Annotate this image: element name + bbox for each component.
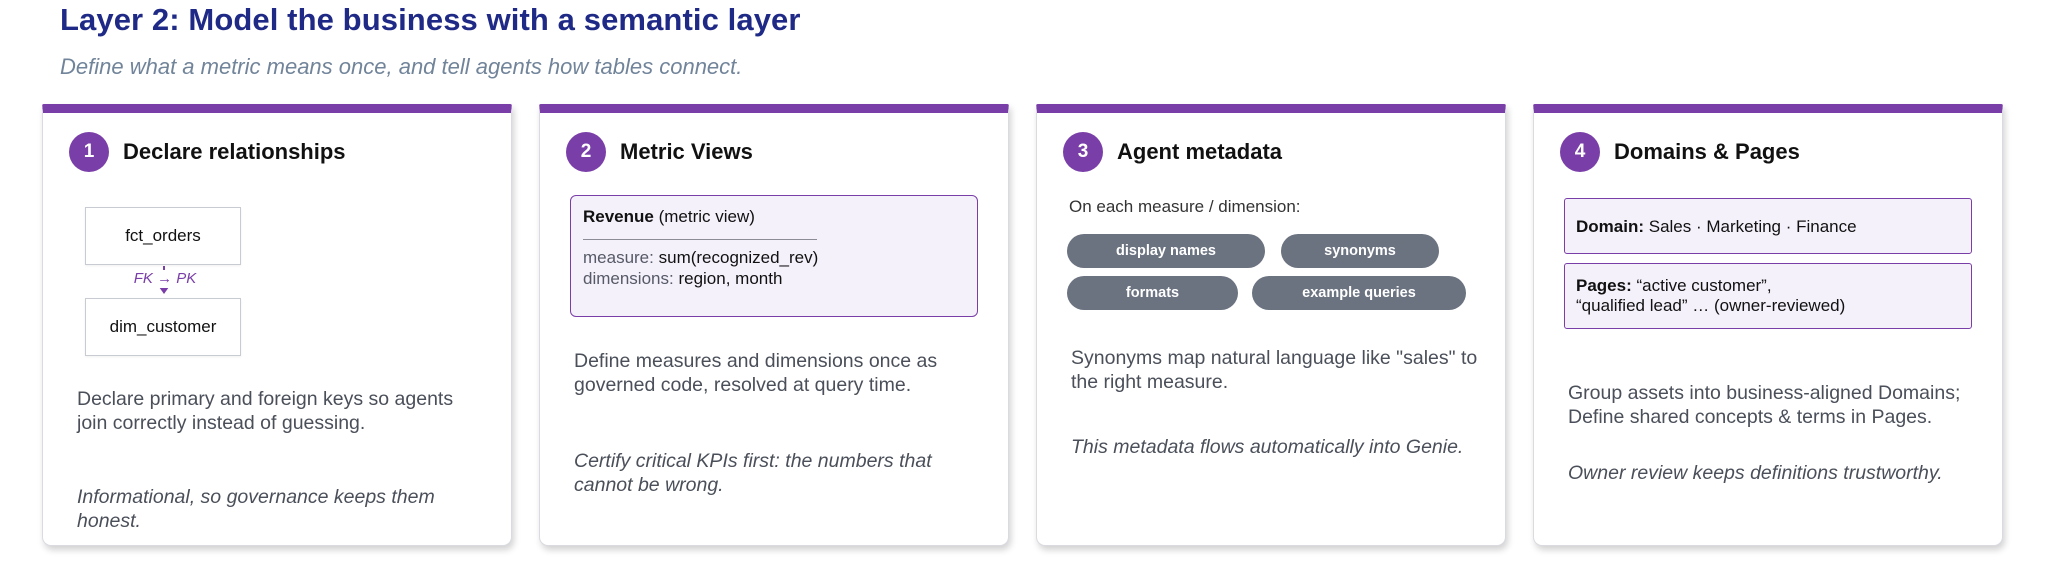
pages-value-1: “active customer”, <box>1636 276 1772 295</box>
card-declare-relationships: 1 Declare relationships fct_orders FK → … <box>42 104 512 546</box>
domain-key: Domain: <box>1576 217 1644 236</box>
card-header: 1 Declare relationships <box>69 132 346 172</box>
metric-view-heading: Revenue (metric view) <box>583 207 755 227</box>
card-title: Metric Views <box>620 139 753 164</box>
measure-key: measure: <box>583 248 654 267</box>
card-header: 3 Agent metadata <box>1063 132 1282 172</box>
card-title: Declare relationships <box>123 139 346 164</box>
pages-line-2: “qualified lead” … (owner-reviewed) <box>1576 296 1846 315</box>
card-note: This metadata flows automatically into G… <box>1071 436 1464 458</box>
step-number-badge: 1 <box>69 132 109 172</box>
card-agent-metadata: 3 Agent metadata On each measure / dimen… <box>1036 104 1506 546</box>
table-box-dim-customer: dim_customer <box>85 298 241 356</box>
card-description: Declare primary and foreign keys so agen… <box>77 388 454 434</box>
pages-line-1: Pages: “active customer”, <box>1576 276 1971 296</box>
divider <box>583 239 817 240</box>
pages-key: Pages: <box>1576 276 1632 295</box>
metadata-label: On each measure / dimension: <box>1069 197 1301 216</box>
card-description: Define measures and dimensions once as g… <box>574 350 938 396</box>
card-description: Synonyms map natural language like "sale… <box>1071 347 1478 393</box>
metric-name: Revenue <box>583 207 654 226</box>
card-description: Group assets into business-aligned Domai… <box>1568 382 1961 428</box>
metric-measure-line: measure: sum(recognized_rev) <box>583 248 818 268</box>
card-title: Domains & Pages <box>1614 139 1800 164</box>
card-note: Owner review keeps definitions trustwort… <box>1568 462 1943 484</box>
metric-dimensions-line: dimensions: region, month <box>583 269 782 289</box>
measure-value: sum(recognized_rev) <box>658 248 819 267</box>
card-header: 4 Domains & Pages <box>1560 132 1800 172</box>
card-title: Agent metadata <box>1117 139 1283 164</box>
card-note: Certify critical KPIs first: the numbers… <box>574 450 932 496</box>
metadata-pill-example-queries: example queries <box>1252 276 1466 310</box>
dimensions-value: region, month <box>678 269 783 288</box>
metadata-pill-formats: formats <box>1067 276 1238 310</box>
pages-box: Pages: “active customer”, “qualified lea… <box>1564 263 1972 329</box>
step-number-badge: 3 <box>1063 132 1103 172</box>
page-subtitle: Define what a metric means once, and tel… <box>60 54 743 79</box>
step-number-badge: 4 <box>1560 132 1600 172</box>
card-metric-views: 2 Metric Views Revenue (metric view) mea… <box>539 104 1009 546</box>
dimensions-key: dimensions: <box>583 269 674 288</box>
domain-box: Domain: Sales · Marketing · Finance <box>1564 198 1972 254</box>
card-note: Informational, so governance keeps them … <box>77 486 435 532</box>
domain-value: Sales · Marketing · Finance <box>1648 217 1857 236</box>
metadata-pill-synonyms: synonyms <box>1281 234 1439 268</box>
metric-view-box: Revenue (metric view) measure: sum(recog… <box>570 195 978 317</box>
metadata-pill-display-names: display names <box>1067 234 1265 268</box>
page-title: Layer 2: Model the business with a seman… <box>60 2 801 37</box>
card-domains-pages: 4 Domains & Pages Domain: Sales · Market… <box>1533 104 2003 546</box>
card-header: 2 Metric Views <box>566 132 753 172</box>
metric-kind: (metric view) <box>658 207 755 226</box>
table-box-fct-orders: fct_orders <box>85 207 241 265</box>
step-number-badge: 2 <box>566 132 606 172</box>
arrow-down-icon <box>159 287 169 294</box>
relationship-label: FK → PK <box>133 270 197 288</box>
